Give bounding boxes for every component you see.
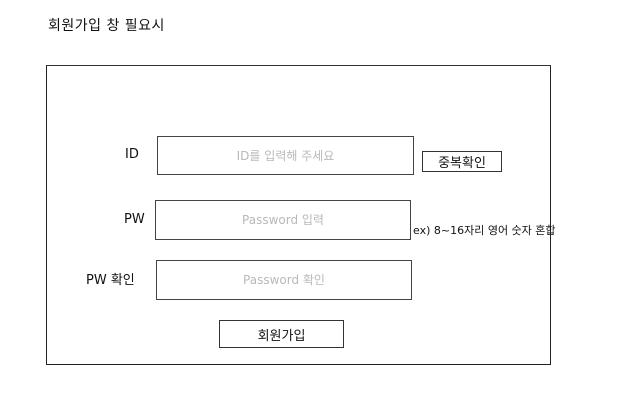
signup-submit-button[interactable]: 회원가입 <box>219 320 344 348</box>
id-label: ID <box>125 147 139 162</box>
pw-hint-text: ex) 8~16자리 영어 숫자 혼합 <box>413 224 556 237</box>
pw-confirm-field-box <box>156 260 412 300</box>
id-input[interactable] <box>158 137 413 174</box>
page-title: 회원가입 창 필요시 <box>48 18 165 34</box>
pw-confirm-input[interactable] <box>157 261 411 299</box>
pw-input[interactable] <box>156 201 410 239</box>
pw-label: PW <box>124 212 145 227</box>
pw-confirm-label: PW 확인 <box>86 273 135 288</box>
duplicate-check-button[interactable]: 중복확인 <box>422 151 502 172</box>
id-field-box <box>157 136 414 175</box>
pw-field-box <box>155 200 411 240</box>
signup-form-panel <box>46 65 551 365</box>
